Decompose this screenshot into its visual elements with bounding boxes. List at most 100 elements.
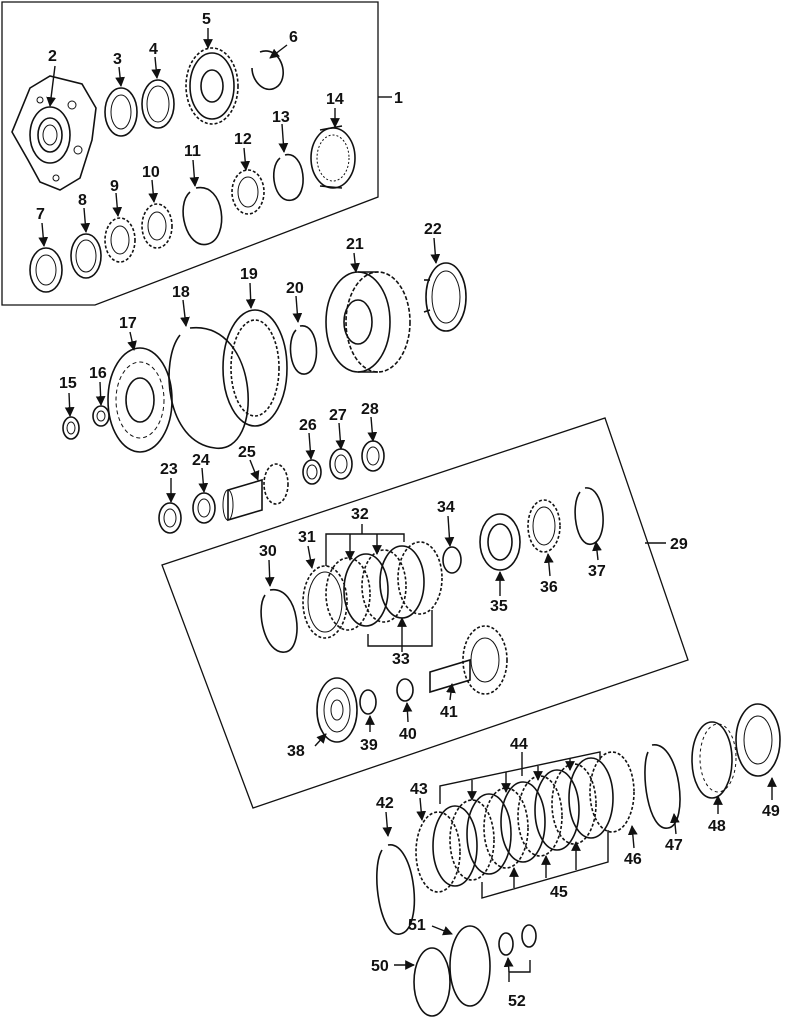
callout-24: 24 — [192, 452, 210, 469]
part-34-washer — [442, 546, 462, 574]
callout-42: 42 — [376, 795, 394, 812]
callout-51: 51 — [408, 917, 426, 934]
part-19-drum — [222, 309, 288, 427]
part-36-gear — [527, 499, 561, 553]
part-31-plate — [302, 565, 348, 639]
part-40-ring — [396, 678, 414, 702]
part-10-gear — [141, 203, 173, 249]
callout-2: 2 — [48, 48, 57, 65]
part-27-washer — [329, 448, 353, 480]
part-4-ring — [141, 79, 175, 129]
part-16-washer — [92, 405, 110, 427]
part-5-gear — [185, 47, 239, 125]
callout-32: 32 — [351, 506, 369, 523]
part-42-snap-ring — [376, 844, 416, 935]
callout-47: 47 — [665, 837, 683, 854]
callout-35: 35 — [490, 598, 508, 615]
part-39-ring — [359, 689, 377, 715]
callout-19: 19 — [240, 266, 258, 283]
clutch-pack-43-46 — [415, 751, 635, 893]
callout-43: 43 — [410, 781, 428, 798]
callout-1: 1 — [394, 90, 403, 107]
part-22-plate — [423, 262, 467, 332]
part-38-piston — [316, 677, 358, 743]
callout-28: 28 — [361, 401, 379, 418]
callout-25: 25 — [238, 444, 256, 461]
leader-lines — [38, 28, 777, 982]
part-13-snap-ring — [272, 154, 304, 201]
callout-48: 48 — [708, 818, 726, 835]
part-20-snap-ring — [289, 325, 318, 375]
callout-9: 9 — [110, 178, 119, 195]
callout-16: 16 — [89, 365, 107, 382]
callout-11: 11 — [184, 143, 201, 160]
callout-26: 26 — [299, 417, 317, 434]
callout-34: 34 — [437, 499, 455, 516]
callout-8: 8 — [78, 192, 87, 209]
part-18-snap-ring — [168, 327, 249, 449]
callout-31: 31 — [298, 529, 316, 546]
part-25-shaft — [222, 463, 289, 522]
part-51-ring — [449, 925, 491, 1007]
part-24-washer — [192, 492, 216, 524]
callout-23: 23 — [160, 461, 178, 478]
callout-17: 17 — [119, 315, 137, 332]
part-15-washer — [62, 416, 80, 440]
callout-30: 30 — [259, 543, 277, 560]
callout-7: 7 — [36, 206, 45, 223]
callout-3: 3 — [113, 51, 122, 68]
part-11-snap-ring — [182, 187, 223, 246]
part-12-bearing — [231, 169, 265, 215]
callout-36: 36 — [540, 579, 558, 596]
part-23-washer — [158, 502, 182, 534]
callout-29: 29 — [670, 536, 688, 553]
part-49-piston — [735, 703, 781, 777]
part-48-spring — [691, 721, 737, 799]
clutch-pack-32-33 — [325, 541, 443, 631]
callouts: 1 2 3 4 5 6 7 8 9 10 11 12 13 14 15 16 1… — [36, 11, 780, 1010]
group-box-29 — [161, 417, 689, 809]
part-37-snap-ring — [574, 487, 604, 545]
callout-12: 12 — [234, 131, 252, 148]
part-14-drum — [310, 125, 356, 189]
callout-15: 15 — [59, 375, 77, 392]
callout-49: 49 — [762, 803, 780, 820]
callout-20: 20 — [286, 280, 304, 297]
part-28-washer — [361, 440, 385, 472]
callout-21: 21 — [346, 236, 364, 253]
part-9-gear — [104, 217, 136, 263]
part-21-carrier — [325, 271, 411, 373]
callout-52: 52 — [508, 993, 526, 1010]
callout-33: 33 — [392, 651, 410, 668]
callout-44: 44 — [510, 736, 528, 753]
callout-46: 46 — [624, 851, 642, 868]
part-41-shaft — [429, 625, 508, 695]
part-26-washer — [302, 459, 322, 485]
part-7-ring — [29, 247, 63, 293]
part-3-ring — [104, 87, 138, 137]
callout-13: 13 — [272, 109, 290, 126]
part-8-ring — [70, 233, 102, 279]
callout-41: 41 — [440, 704, 458, 721]
callout-40: 40 — [399, 726, 417, 743]
callout-38: 38 — [287, 743, 305, 760]
part-6-snap-ring — [251, 50, 284, 91]
callout-37: 37 — [588, 563, 606, 580]
callout-6: 6 — [289, 29, 298, 46]
part-30-snap-ring — [260, 589, 298, 653]
part-52-seals — [498, 924, 537, 956]
part-2-housing — [11, 75, 97, 191]
callout-27: 27 — [329, 407, 347, 424]
part-35-bearing — [479, 513, 521, 571]
callout-14: 14 — [326, 91, 344, 108]
callout-10: 10 — [142, 164, 160, 181]
callout-5: 5 — [202, 11, 211, 28]
part-50-ring — [413, 947, 451, 1017]
callout-39: 39 — [360, 737, 378, 754]
callout-45: 45 — [550, 884, 568, 901]
callout-22: 22 — [424, 221, 442, 238]
callout-4: 4 — [149, 41, 158, 58]
callout-50: 50 — [371, 958, 389, 975]
group-box-1 — [1, 1, 379, 306]
